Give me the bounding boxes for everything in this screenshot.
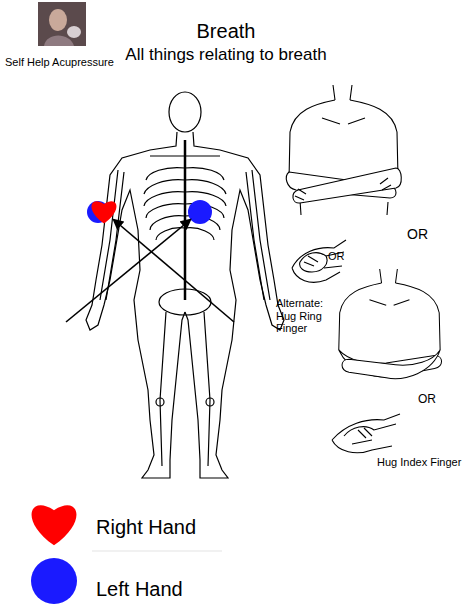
note-text: Hug Index Finger [377,456,461,469]
caption-text: Self Help Acupressure [5,56,114,69]
point-dot [188,200,212,224]
or-label: OR [407,226,428,242]
legend-row: Left Hand [24,552,324,612]
arrow [114,220,234,322]
title: Breath [197,20,256,43]
separator-line [92,551,222,552]
crossed-arms-sketch [286,85,401,215]
hand-grip-sketch [292,240,346,282]
heart-point [92,201,117,223]
hand-grip-sketch [332,414,400,453]
legend-swatch [24,552,84,612]
or-label: OR [328,250,345,263]
subtitle: All things relating to breath [125,45,326,65]
arrow [66,220,190,322]
note-text: Alternate: Hug Ring Finger [276,297,336,335]
or-label: OR [418,393,436,407]
author-photo [38,2,86,46]
legend-text: Right Hand [96,516,196,539]
legend-swatch [24,490,84,550]
skeleton-figure [86,92,284,478]
crossed-arms-sketch [339,269,442,379]
legend-row: Right Hand [24,490,324,550]
legend-text: Left Hand [96,578,183,601]
